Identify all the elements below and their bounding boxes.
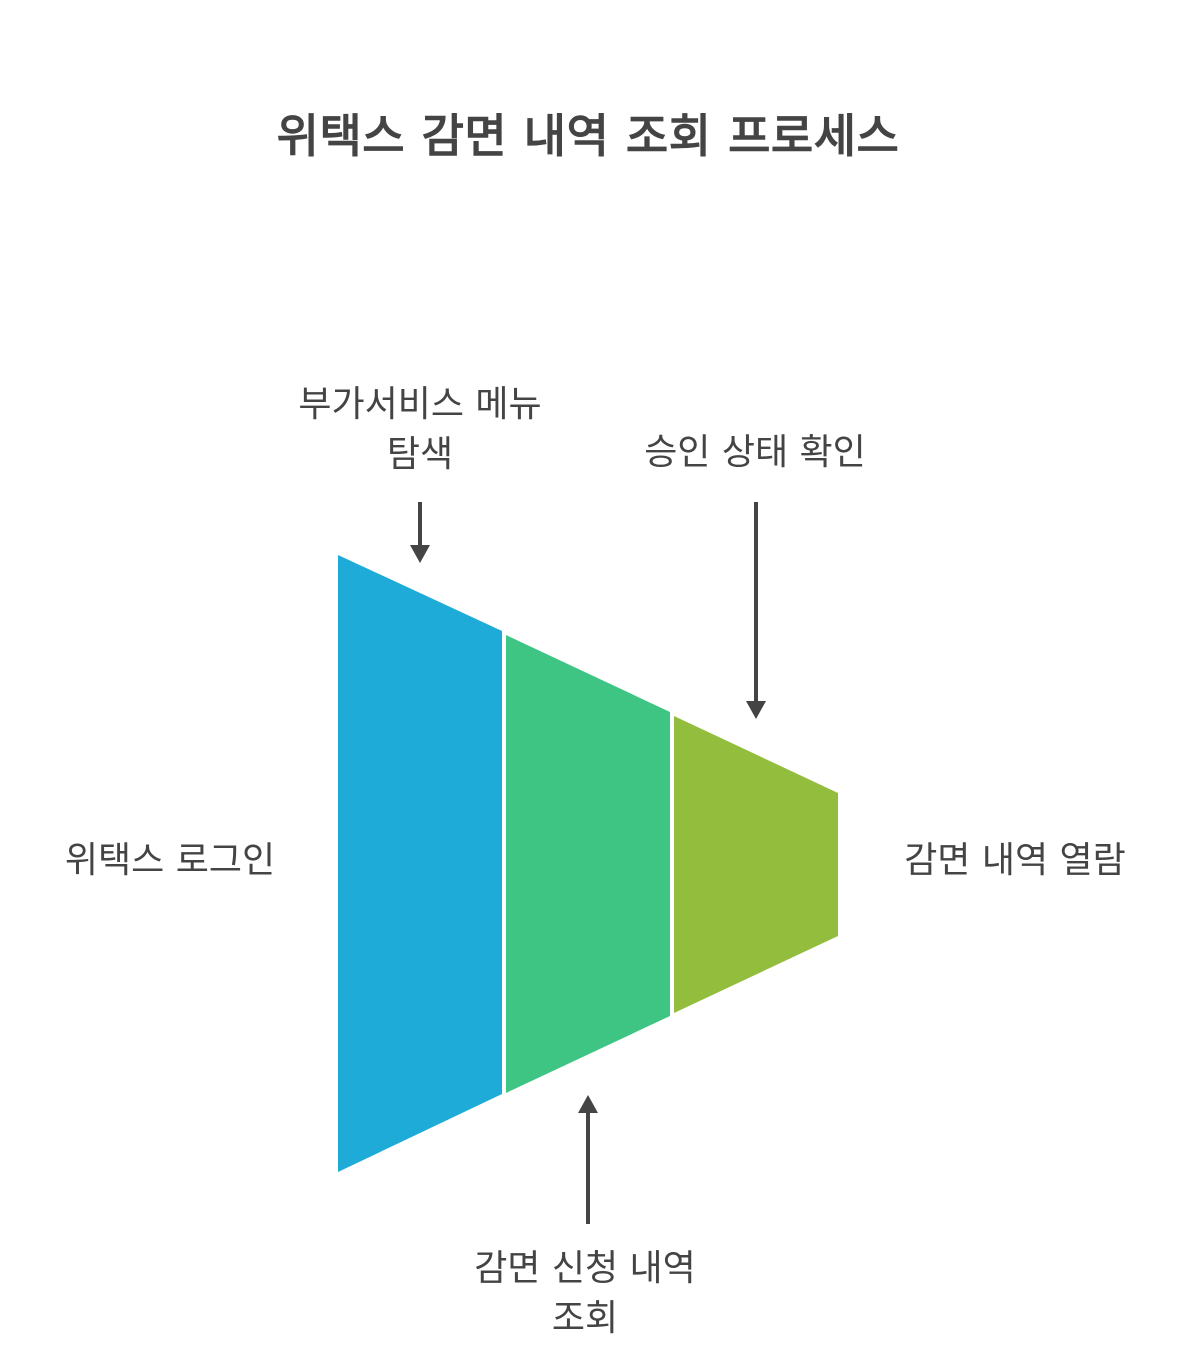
callout-request-line2: 조회	[551, 1298, 619, 1339]
callout-request-history: 감면 신청 내역 조회	[430, 1244, 740, 1344]
approval-arrow-head	[746, 701, 766, 719]
callout-menu-line2: 탐색	[386, 434, 454, 475]
callout-menu-line1: 부가서비스 메뉴	[298, 384, 542, 425]
callout-request-line1: 감면 신청 내역	[474, 1248, 696, 1289]
request-arrow-head	[578, 1095, 598, 1113]
callout-menu-search: 부가서비스 메뉴 탐색	[250, 380, 590, 480]
stage-login-segment	[338, 555, 502, 1172]
stage-view-label: 감면 내역 열람	[904, 840, 1126, 881]
stage-view-segment	[674, 716, 838, 1013]
stage-login-label: 위택스 로그인	[64, 840, 276, 881]
callout-approval-text: 승인 상태 확인	[644, 432, 866, 473]
stage-request-segment	[506, 635, 670, 1093]
callout-approval-status: 승인 상태 확인	[600, 428, 910, 478]
menu-arrow-head	[410, 545, 430, 563]
page-title: 위택스 감면 내역 조회 프로세스	[276, 109, 900, 163]
